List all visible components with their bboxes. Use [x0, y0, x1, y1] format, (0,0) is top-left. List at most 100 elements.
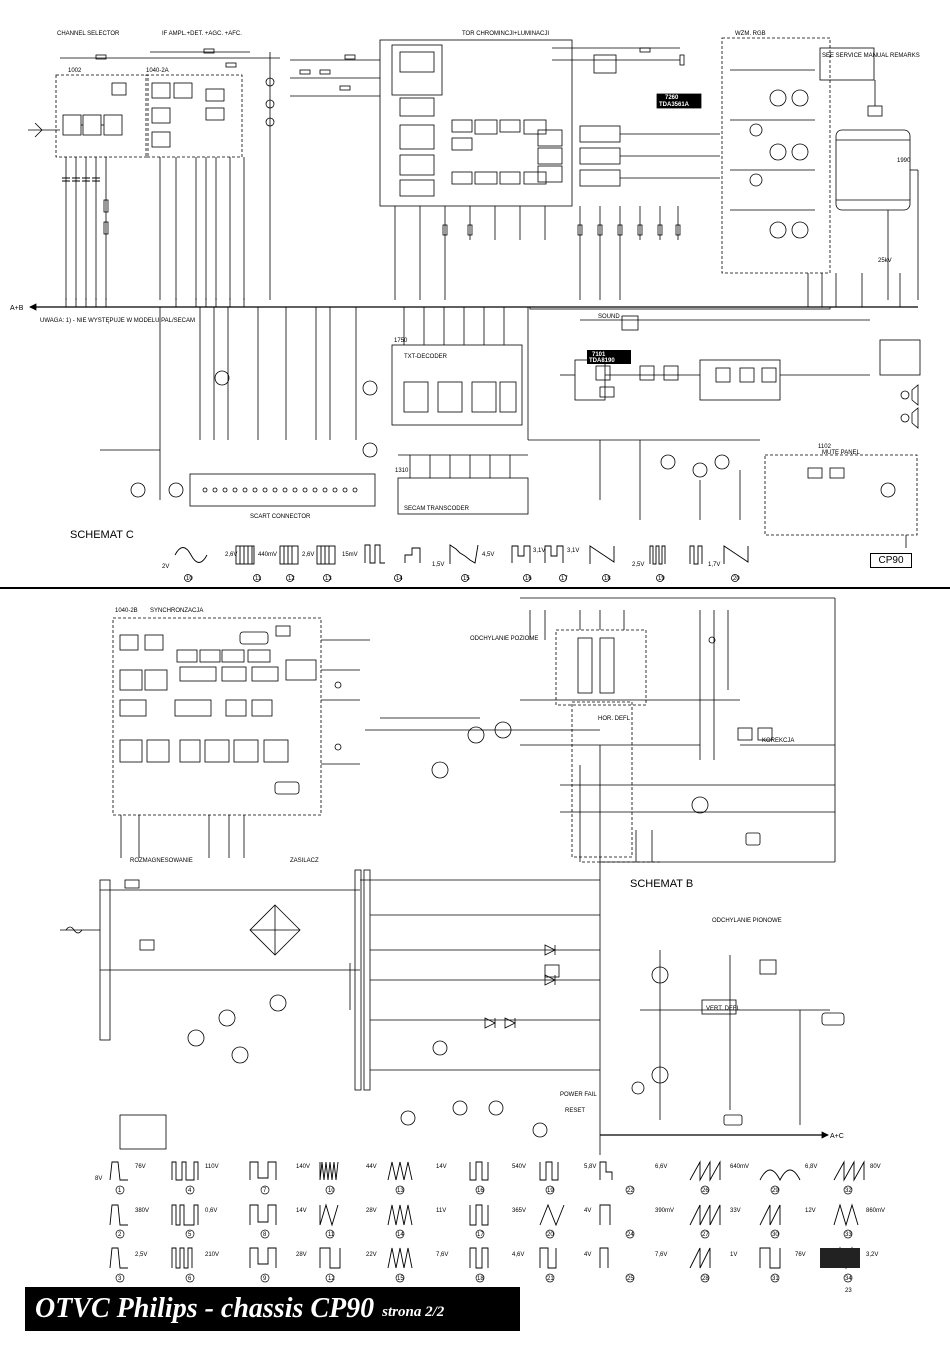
- label-synchronizacja: SYNCHRONZACJA: [150, 608, 203, 614]
- label-1002: 1002: [68, 68, 82, 74]
- wave-n-17: 17: [561, 576, 568, 582]
- wave-v-9: 3,1V: [567, 548, 579, 554]
- label-25kv: 25kV: [878, 258, 892, 264]
- scope-v-7: 540V: [512, 1164, 526, 1170]
- label-scart-connector: SCART CONNECTOR: [250, 514, 311, 520]
- wave-v-5: 15mV: [342, 552, 358, 558]
- scope-n-26: 26: [702, 1188, 709, 1194]
- label-schema-c: SCHEMAT C: [70, 529, 134, 541]
- scope-v-31: 7,6V: [655, 1252, 667, 1258]
- scope-v-19: 4V: [584, 1208, 591, 1214]
- wave-n-13: 13: [325, 576, 332, 582]
- scope-v-14: 0,6V: [205, 1208, 217, 1214]
- scope-n-27: 27: [702, 1232, 709, 1238]
- scope-v-15: 14V: [296, 1208, 307, 1214]
- wave-n-14: 14: [396, 576, 403, 582]
- scope-n-10: 10: [328, 1188, 335, 1194]
- label-1102: 1102: [818, 444, 832, 450]
- scope-v-32: 1V: [730, 1252, 737, 1258]
- scope-v-4: 140V: [296, 1164, 310, 1170]
- label-hor-defl: HOR. DEFL: [598, 716, 631, 722]
- scope-v-25: 210V: [205, 1252, 219, 1258]
- model-box: CP90: [870, 553, 912, 568]
- wave-v-6: 1,5V: [432, 562, 444, 568]
- scope-v-34: 3,2V: [866, 1252, 878, 1258]
- label-chip-7260: 7260: [665, 95, 679, 101]
- label-chip-tda3561: TDA3561A: [659, 102, 690, 108]
- label-note: UWAGA: 1) - NIE WYSTĘPUJE W MODELU PAL/S…: [40, 318, 195, 324]
- label-mute-panel: MUTE PANEL: [822, 450, 861, 456]
- scope-v-10: 640mV: [730, 1164, 749, 1170]
- label-sound: SOUND: [598, 314, 620, 320]
- wave-v-8: 3,1V: [533, 548, 545, 554]
- scope-v-16: 28V: [366, 1208, 377, 1214]
- wave-n-10: 10: [186, 576, 193, 582]
- label-channel-selector: CHANNEL SELECTOR: [57, 31, 120, 37]
- scope-v-27: 22V: [366, 1252, 377, 1258]
- wave-n-18: 18: [604, 576, 611, 582]
- scope-n-19: 19: [547, 1188, 554, 1194]
- scope-v-24: 2,5V: [135, 1252, 147, 1258]
- scope-v-3: 110V: [205, 1164, 219, 1170]
- label-if-ampl: IF AMPL.+DET. +AGC. +AFC.: [162, 31, 242, 37]
- label-zasilacz: ZASILACZ: [290, 858, 319, 864]
- label-1040-2b: 1040-2B: [115, 608, 138, 614]
- scope-n-30: 30: [772, 1232, 779, 1238]
- scope-n-18: 18: [477, 1276, 484, 1282]
- scope-n-32: 32: [845, 1188, 852, 1194]
- page-title: OTVC Philips - chassis CP90: [35, 1293, 375, 1324]
- page-subtitle: strona 2/2: [382, 1303, 445, 1320]
- wave-n-16: 16: [525, 576, 532, 582]
- label-1040-2a: 1040-2A: [146, 68, 169, 74]
- wave-n-20: 20: [733, 576, 740, 582]
- scope-v-9: 6,6V: [655, 1164, 667, 1170]
- scope-n-9: 9: [263, 1276, 267, 1282]
- scope-v-2: 76V: [135, 1164, 146, 1170]
- scope-v-5: 44V: [366, 1164, 377, 1170]
- scope-n-1: 1: [118, 1188, 122, 1194]
- label-chip-tda8190: TDA8190: [589, 358, 615, 364]
- title-band: OTVC Philips - chassis CP90 strona 2/2: [25, 1287, 520, 1331]
- wave-v-1: 2V: [162, 564, 169, 570]
- scope-v-11: 6,8V: [805, 1164, 817, 1170]
- scope-n-13: 13: [397, 1188, 404, 1194]
- wave-v-4: 2,6V: [302, 552, 314, 558]
- scope-n-2: 2: [118, 1232, 122, 1238]
- label-power-fail: POWER FAIL: [560, 1092, 597, 1098]
- label-secam-transcoder: SECAM TRANSCODER: [404, 506, 470, 512]
- label-odchylanie-pionowe: ODCHYLANIE PIONOWE: [712, 918, 782, 924]
- scope-v-17: 11V: [436, 1208, 446, 1214]
- label-1750: 1750: [394, 338, 408, 344]
- wave-v-7: 4,5V: [482, 552, 494, 558]
- scope-v-13: 380V: [135, 1208, 149, 1214]
- scope-n-15: 15: [397, 1276, 404, 1282]
- scope-n-23: 23: [845, 1288, 852, 1294]
- label-odchylanie-poziome: ODCHYLANIE POZIOME: [470, 636, 538, 642]
- label-service-note: SEE SERVICE MANUAL REMARKS: [822, 53, 920, 59]
- wave-n-12: 12: [288, 576, 295, 582]
- label-reset: RESET: [565, 1108, 585, 1114]
- scope-v-21: 33V: [730, 1208, 741, 1214]
- scope-v-23: 860mV: [866, 1208, 885, 1214]
- wave-v-11: 1,7V: [708, 562, 720, 568]
- wave-n-11: 11: [255, 576, 262, 582]
- label-rail-ac: A+C: [830, 1133, 844, 1140]
- scope-v-26: 28V: [296, 1252, 307, 1258]
- scope-v-12: 80V: [870, 1164, 881, 1170]
- scope-v-29: 4,6V: [512, 1252, 524, 1258]
- label-vert-defl: VERT. DEFL: [706, 1006, 741, 1012]
- scope-n-33: 33: [845, 1232, 852, 1238]
- scope-n-25: 25: [627, 1276, 634, 1282]
- scope-v-20: 390mV: [655, 1208, 674, 1214]
- label-korekcja: KOREKCJA: [762, 738, 794, 744]
- scope-v-22: 12V: [805, 1208, 816, 1214]
- scope-v-6: 14V: [436, 1164, 447, 1170]
- scope-n-31: 31: [772, 1276, 779, 1282]
- scope-v-30: 4V: [584, 1252, 591, 1258]
- label-tor-chrominacji: TOR CHROMINCJI+LUMINACJI: [462, 31, 549, 37]
- scope-n-11: 11: [328, 1232, 335, 1238]
- scope-n-20: 20: [547, 1232, 554, 1238]
- scope-n-34: 34: [845, 1276, 852, 1282]
- label-chip-7101: 7101: [592, 352, 606, 358]
